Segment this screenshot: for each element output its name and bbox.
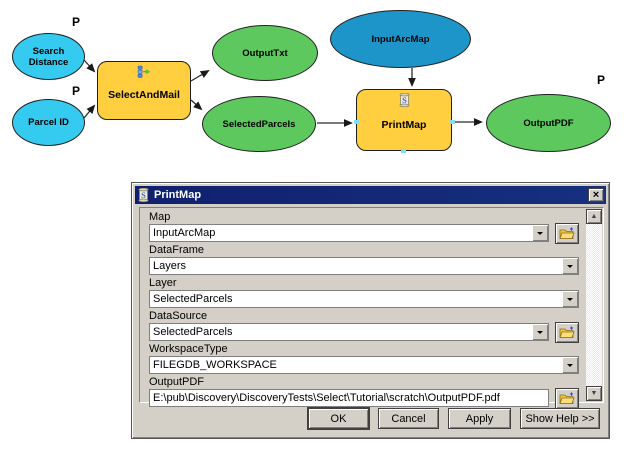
input-value: E:\pub\Discovery\DiscoveryTests\Select\T… [153, 392, 500, 404]
svg-text:S: S [141, 190, 146, 200]
close-icon[interactable]: × [588, 188, 604, 202]
tool-print-map[interactable]: S PrintMap [356, 89, 452, 151]
dialog-buttons: OK Cancel Apply Show Help >> [308, 408, 600, 429]
output-variable-outputpdf[interactable]: OutputPDF [486, 94, 611, 152]
apply-button[interactable]: Apply [448, 408, 511, 429]
datasource-combobox[interactable]: SelectedParcels [149, 323, 549, 341]
chevron-down-icon[interactable] [532, 225, 548, 241]
browse-button[interactable] [555, 223, 579, 244]
connector-handle [401, 149, 406, 153]
script-tool-icon: S [399, 93, 409, 107]
field-dataframe: DataFrame Layers [149, 244, 579, 276]
connector-handle [354, 120, 359, 124]
chevron-down-icon[interactable] [562, 258, 578, 274]
chevron-down-icon[interactable] [562, 291, 578, 307]
printmap-dialog: S PrintMap × Map InputArcMap [131, 182, 610, 439]
chevron-down-icon[interactable] [532, 324, 548, 340]
model-connectors [83, 59, 483, 127]
map-combobox[interactable]: InputArcMap [149, 224, 549, 242]
parameter-marker: P [72, 84, 81, 98]
layer-combobox[interactable]: SelectedParcels [149, 290, 579, 308]
field-datasource: DataSource SelectedParcels [149, 310, 579, 343]
open-folder-icon [559, 227, 575, 239]
field-label: Layer [149, 277, 177, 289]
combo-value: SelectedParcels [153, 326, 233, 338]
parameter-marker: P [72, 15, 81, 29]
combo-value: SelectedParcels [153, 293, 233, 305]
scroll-up-icon[interactable]: ▲ [586, 209, 602, 224]
svg-text:S: S [402, 95, 407, 105]
parameter-marker: P [597, 73, 606, 87]
connector-arrow [190, 99, 203, 111]
dataframe-combobox[interactable]: Layers [149, 257, 579, 275]
open-folder-icon [559, 392, 575, 404]
connector-arrow [83, 104, 96, 119]
script-tool-icon: S [138, 188, 149, 202]
connector-arrow [83, 59, 96, 73]
variable-parcel-id[interactable]: Parcel ID [12, 99, 85, 146]
params-scrollbar[interactable]: ▲ ▼ [586, 209, 602, 401]
field-label: OutputPDF [149, 376, 205, 388]
chevron-down-icon[interactable] [562, 357, 578, 373]
connector-arrow [190, 70, 210, 82]
dialog-title: PrintMap [154, 189, 202, 201]
variable-search-distance[interactable]: Search Distance [12, 33, 85, 80]
tool-label: PrintMap [381, 118, 427, 131]
combo-value: FILEGDB_WORKSPACE [153, 359, 277, 371]
combo-value: Layers [153, 260, 187, 272]
tool-label: SelectAndMail [108, 89, 180, 101]
field-label: WorkspaceType [149, 343, 228, 355]
tool-select-and-mail[interactable]: SelectAndMail [97, 61, 191, 120]
browse-button[interactable] [555, 388, 579, 409]
output-variable-selectedparcels[interactable]: SelectedParcels [202, 96, 316, 152]
connector-handle [450, 120, 455, 124]
field-label: Map [149, 211, 171, 223]
workspacetype-combobox[interactable]: FILEGDB_WORKSPACE [149, 356, 579, 374]
variable-inputarcmap[interactable]: InputArcMap [330, 10, 471, 68]
browse-button[interactable] [555, 322, 579, 343]
parameters-panel: Map InputArcMap Dat [139, 207, 604, 409]
combo-value: InputArcMap [153, 227, 216, 239]
scroll-down-icon[interactable]: ▼ [586, 386, 602, 401]
cancel-button[interactable]: Cancel [378, 408, 439, 429]
field-outputpdf: OutputPDF E:\pub\Discovery\DiscoveryTest… [149, 376, 579, 409]
field-workspacetype: WorkspaceType FILEGDB_WORKSPACE [149, 343, 579, 375]
field-layer: Layer SelectedParcels [149, 277, 579, 309]
model-tool-icon [137, 65, 150, 78]
show-help-button[interactable]: Show Help >> [520, 408, 600, 429]
ok-button[interactable]: OK [308, 408, 369, 429]
field-label: DataFrame [149, 244, 205, 256]
field-map: Map InputArcMap [149, 211, 579, 244]
field-label: DataSource [149, 310, 208, 322]
dialog-titlebar[interactable]: S PrintMap × [135, 186, 606, 204]
open-folder-icon [559, 326, 575, 338]
output-variable-outputtxt[interactable]: OutputTxt [212, 25, 318, 81]
outputpdf-input[interactable]: E:\pub\Discovery\DiscoveryTests\Select\T… [149, 389, 549, 407]
